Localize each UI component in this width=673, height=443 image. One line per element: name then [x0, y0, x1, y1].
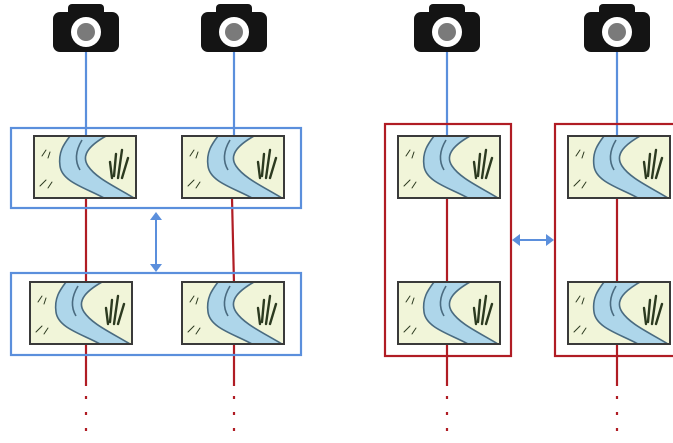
frame-group-box [9, 271, 303, 357]
river-scene-image [566, 280, 672, 346]
group-boxes [9, 122, 673, 358]
river-scene-image [396, 280, 502, 346]
camera-icon [201, 4, 267, 52]
river-scene-image [566, 134, 672, 200]
frame-link-line [230, 197, 236, 285]
arrow-head [150, 212, 162, 220]
camera-icon [53, 4, 119, 52]
arrow-head [512, 234, 520, 246]
arrow-head [150, 264, 162, 272]
river-scene-image [28, 280, 134, 346]
column-group-box [383, 122, 513, 358]
river-scene-image [396, 134, 502, 200]
frame-group-box [9, 126, 303, 210]
camera-icon [414, 4, 480, 52]
connector-lines [84, 52, 619, 443]
river-scene-image [32, 134, 138, 200]
column-group-box [553, 122, 673, 358]
frames-layer [28, 134, 672, 346]
camera-icon [584, 4, 650, 52]
arrow-head [546, 234, 554, 246]
arrows-layer [150, 212, 554, 272]
river-scene-image [180, 134, 286, 200]
river-scene-image [180, 280, 286, 346]
cameras-layer [53, 4, 650, 52]
